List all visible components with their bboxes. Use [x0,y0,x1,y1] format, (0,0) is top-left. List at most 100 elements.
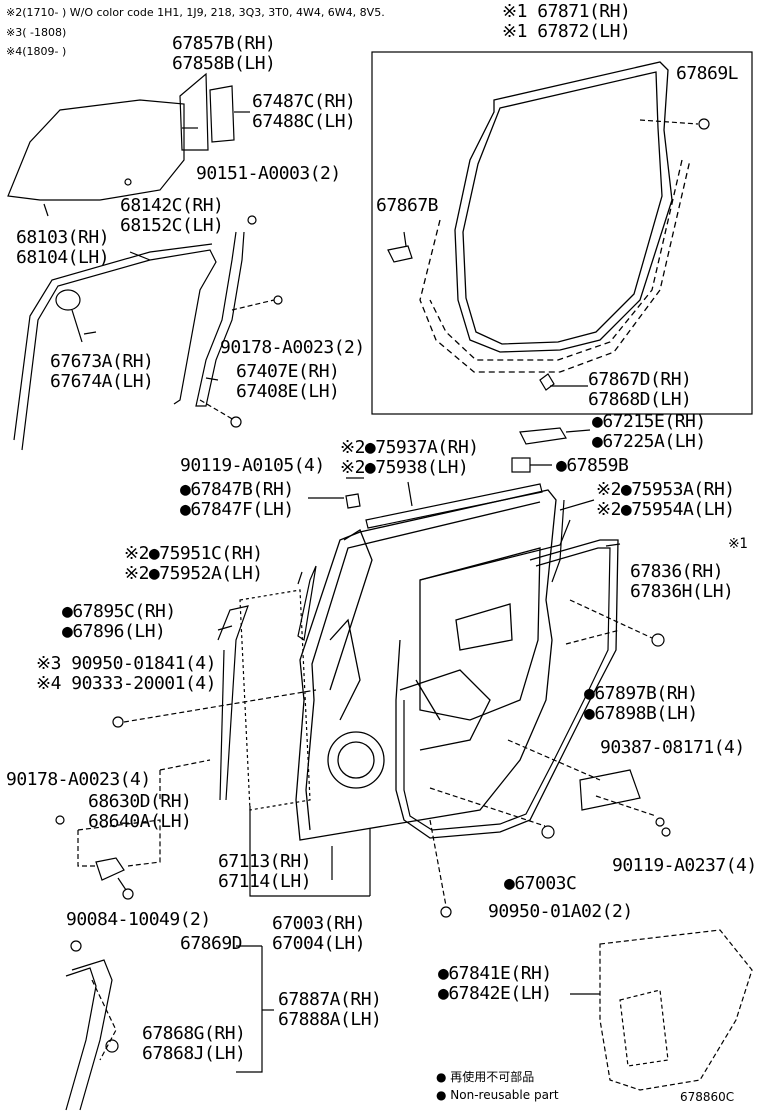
label-90333: ※4 90333-20001(4) [36,673,216,694]
label-67869d: 67869D [180,933,243,954]
label-67897b: ●67897B(RH) [584,683,698,704]
label-67859b: ●67859B [556,455,629,476]
label-90950b: 90950-01A02(2) [488,901,633,922]
label-star1: ※1 [728,536,748,552]
lower-strip [71,959,113,1111]
label-67488c: 67488C(LH) [252,111,356,132]
label-67867d: 67867D(RH) [588,369,692,390]
label-67868j: 67868J(LH) [142,1043,246,1064]
label-75953a: ※2●75953A(RH) [596,479,735,500]
label-67673a: 67673A(RH) [50,351,154,372]
clip-67868g [105,1039,119,1053]
label-67869l: 67869L [676,63,739,84]
label-67857b: 67857B(RH) [172,33,276,54]
clip-67867b [387,245,413,263]
label-67847f: ●67847F(LH) [180,499,294,520]
label-68630d: 68630D(RH) [88,791,192,812]
belt-moulding [365,483,543,529]
label-67408e: 67408E(LH) [236,381,340,402]
bolt-90387 [655,817,665,827]
label-67868g: 67868G(RH) [142,1023,246,1044]
label-67674a: 67674A(LH) [50,371,154,392]
lower-panel-67841e [599,929,753,1091]
label-67871: ※1 67871(RH) [502,1,631,22]
door-panel [295,489,557,841]
label-67215e: ●67215E(RH) [592,411,706,432]
handle-bezel [511,457,531,473]
label-75937a: ※2●75937A(RH) [340,437,479,458]
clip-67869d [70,940,82,952]
label-67004: 67004(LH) [272,933,366,954]
label-90119-lower: 90119-A0237(4) [612,855,757,876]
clip-67867d [539,373,555,391]
label-67847b: ●67847B(RH) [180,479,294,500]
label-90387: 90387-08171(4) [600,737,745,758]
label-67407e: 67407E(RH) [236,361,340,382]
label-67003c: ●67003C [504,873,577,894]
diagram-code: 678860C [680,1090,735,1104]
bolt-90151 [247,215,257,225]
cover-67897b [579,769,641,811]
label-68152c: 68152C(LH) [120,215,224,236]
note-3: ※3( -1808) [6,26,67,39]
clip-90950 [112,716,124,728]
label-67858b: 67858B(LH) [172,53,276,74]
legend-non-reusable-jp: ● 再使用不可部品 [436,1070,535,1084]
label-68104: 68104(LH) [16,247,110,268]
label-67898b: ●67898B(LH) [584,703,698,724]
piece-67487c [209,85,235,143]
label-67836: 67836(RH) [630,561,724,582]
label-67872: ※1 67872(LH) [502,21,631,42]
label-75938: ※2●75938(LH) [340,457,469,478]
label-67114: 67114(LH) [218,871,312,892]
label-67887a: 67887A(RH) [278,989,382,1010]
grommet-67836 [651,633,665,647]
label-68640a: 68640A(LH) [88,811,192,832]
note-2: ※2(1710- ) W/O color code 1H1, 1J9, 218,… [6,6,385,19]
label-67888a: 67888A(LH) [278,1009,382,1030]
label-67487c: 67487C(RH) [252,91,356,112]
outer-weatherstrip [395,539,619,839]
division-bar [195,231,245,407]
glass-run [419,519,571,581]
door-weatherstrip [419,61,691,373]
door-bumper [217,605,249,801]
legend-non-reusable-en: ● Non-reusable part [436,1088,559,1102]
bolt-90119-upper [230,416,242,428]
label-67842e: ●67842E(LH) [438,983,552,1004]
label-90119-upper: 90119-A0105(4) [180,455,325,476]
label-90178-upper: 90178-A0023(2) [220,337,365,358]
garnish-67857b [179,72,209,151]
label-67113: 67113(RH) [218,851,312,872]
bolt-90119-lower [661,827,671,837]
label-90084: 90084-10049(2) [66,909,211,930]
plug-67003c [541,825,555,839]
label-90950a: ※3 90950-01841(4) [36,653,216,674]
label-75954a: ※2●75954A(LH) [596,499,735,520]
window-glass [7,99,185,201]
clip-67869l [698,118,710,130]
label-67841e: ●67841E(RH) [438,963,552,984]
clip-90950b [440,906,452,918]
grommet-67673a [55,289,81,311]
label-67895c: ●67895C(RH) [62,601,176,622]
run-channel [21,249,217,451]
label-90178-lower: 90178-A0023(4) [6,769,151,790]
label-67003: 67003(RH) [272,913,366,934]
bolt-90084 [122,888,134,900]
label-75951c: ※2●75951C(RH) [124,543,263,564]
clip-67847b [345,493,361,509]
bolt-90178-lower [55,815,65,825]
label-68103: 68103(RH) [16,227,110,248]
weatherstrip-inset-box [371,51,753,415]
label-67896: ●67896(LH) [62,621,166,642]
label-67225a: ●67225A(LH) [592,431,706,452]
label-75952a: ※2●75952A(LH) [124,563,263,584]
label-67867b: 67867B [376,195,439,216]
hinge [95,857,125,881]
label-68142c: 68142C(RH) [120,195,224,216]
note-4: ※4(1809- ) [6,45,67,58]
label-90151: 90151-A0003(2) [196,163,341,184]
